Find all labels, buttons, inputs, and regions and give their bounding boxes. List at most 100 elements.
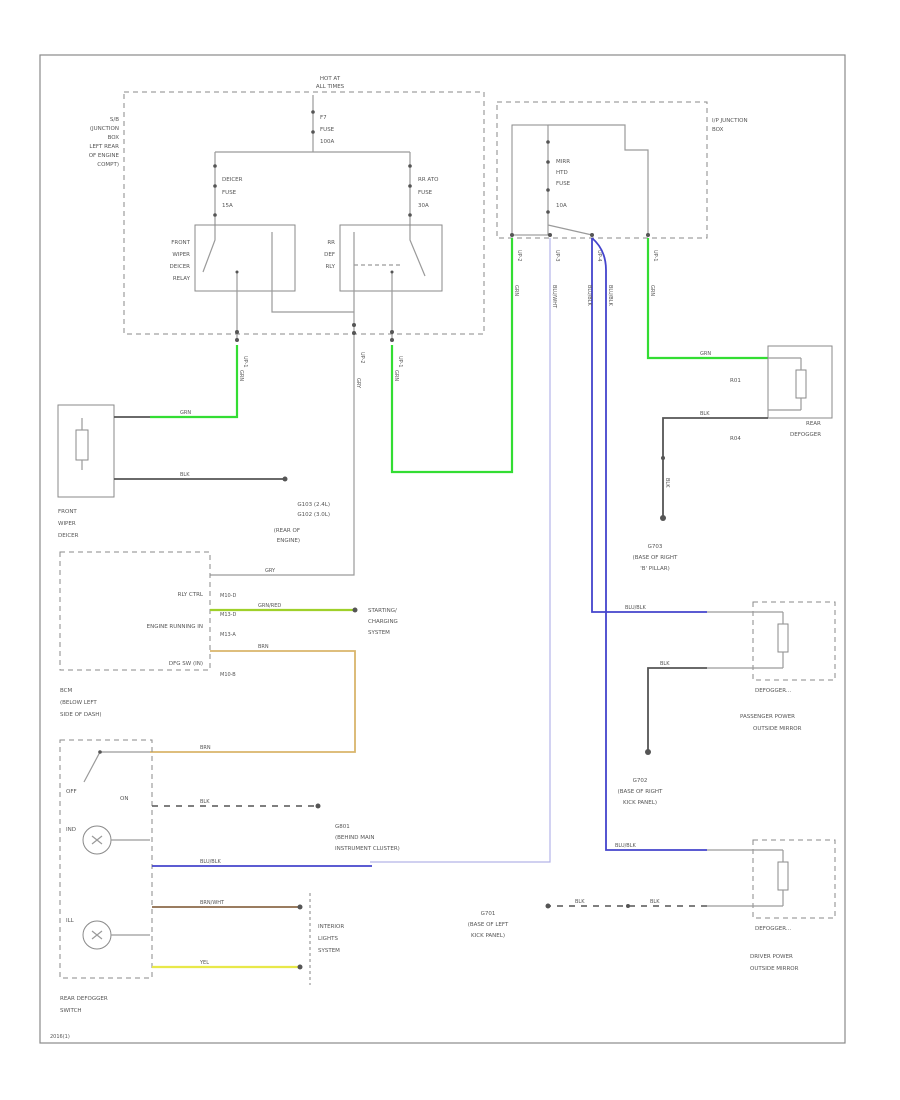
g-right-kick-0: G702 — [633, 778, 648, 784]
ip-label-1: BOX — [712, 127, 724, 133]
wire-label-blk-4: BLK — [660, 661, 670, 667]
conn-c4: UP-1 — [397, 356, 403, 368]
rear-defogger-switch: OFF ON IND ILL REAR DEFOGGER SWITCH — [59, 739, 153, 1014]
bcm-pin-0: M10-D — [220, 593, 236, 599]
wire-label-grnred: GRN/RED — [258, 603, 281, 609]
g-right-b-2: 'B' PILLAR) — [640, 566, 669, 572]
wire-blu-driver — [591, 237, 707, 851]
right-fuse-1: FUSE — [418, 190, 433, 196]
wire-label-blk-2: BLK — [700, 411, 710, 417]
main-fuse-0: F7 — [320, 115, 327, 121]
hot-at-label: HOT AT — [320, 76, 341, 82]
switch-on: ON — [120, 796, 128, 802]
wire-blu-blk-switch — [370, 238, 551, 863]
wire-label-brn-1: BRN — [258, 644, 269, 650]
fwd-label-0: FRONT — [58, 509, 77, 515]
relay-left-3: RELAY — [173, 276, 191, 282]
wire-label-blk-5: BLK — [200, 799, 210, 805]
wire-blk-rear-defogger — [662, 417, 768, 518]
wire-label-yel: YEL — [199, 960, 209, 966]
g103-1: G102 (3.0L) — [297, 512, 330, 518]
bcm-defog-sw: DFG SW (IN) — [169, 661, 203, 667]
relay-right-2: RLY — [325, 264, 335, 270]
starting-1: CHARGING — [368, 619, 398, 625]
wire-brn-switch — [150, 650, 356, 753]
conn-ca: UP-2 — [359, 352, 365, 364]
wire-label-blublk-1: BLU/BLK — [586, 285, 592, 307]
passenger-mirror-name: DEFOGGER... — [755, 688, 791, 694]
footer-code: 2016(1) — [50, 1034, 70, 1040]
fwd-label-1: WIPER — [58, 521, 76, 527]
bcm-pin-1: M13-D — [220, 612, 236, 618]
wire-label-gry-2: GRY — [265, 568, 276, 574]
rear-defogger-relay — [339, 224, 443, 292]
g-left-kick-0: G701 — [481, 911, 496, 917]
relay-left-2: DEICER — [170, 264, 191, 270]
passenger-mirror-1: OUTSIDE MIRROR — [753, 726, 802, 732]
switch-ind: IND — [66, 827, 76, 833]
bcm-engine-running: ENGINE RUNNING IN — [147, 624, 203, 630]
g103-3: ENGINE) — [277, 538, 300, 544]
sb-label-4: OF ENGINE — [89, 153, 120, 159]
g-instr-2: INSTRUMENT CLUSTER) — [335, 846, 400, 852]
wire-grn-rly-ip — [390, 238, 514, 474]
driver-mirror-1: OUTSIDE MIRROR — [750, 966, 799, 972]
switch-label-0: REAR DEFOGGER — [60, 996, 108, 1002]
starting-2: SYSTEM — [368, 630, 390, 636]
g103-2: (REAR OF — [274, 528, 300, 534]
relay-left-1: WIPER — [172, 252, 190, 258]
bcm-label-2: SIDE OF DASH) — [60, 712, 102, 718]
interior-2: SYSTEM — [318, 948, 340, 954]
hot-at-label-2: ALL TIMES — [316, 84, 345, 90]
wire-label-blk-3: BLK — [664, 478, 670, 488]
fwd-label-2: DEICER — [58, 533, 79, 539]
ip-fuse-2: FUSE — [556, 181, 571, 187]
passenger-mirror-0: PASSENGER POWER — [740, 714, 795, 720]
wire-label-grn-4: GRN — [513, 285, 519, 296]
relay-right-0: RR — [327, 240, 335, 246]
g-right-kick-1: (BASE OF RIGHT — [618, 789, 663, 795]
g-right-b-1: (BASE OF RIGHT — [633, 555, 678, 561]
switch-ill: ILL — [66, 918, 75, 924]
wire-label-grn-3: GRN — [393, 370, 399, 381]
bcm-label-1: (BELOW LEFT — [60, 700, 97, 706]
wire-label-blublk-4: BLU/BLK — [615, 843, 637, 849]
ip-fuse-3: 10A — [556, 203, 567, 209]
wire-label-blk-6: BLK — [575, 899, 585, 905]
relay-right-1: DEF — [324, 252, 335, 258]
g-left-kick-1: (BASE OF LEFT — [468, 922, 509, 928]
conn-ip-4: UP-1 — [652, 250, 658, 262]
sb-label-5: COMPT) — [97, 162, 119, 168]
left-fuse-1: FUSE — [222, 190, 237, 196]
sb-label-1: (JUNCTION — [90, 126, 119, 132]
front-wiper-deicer — [57, 404, 115, 498]
conn-ip-1: UP-2 — [516, 250, 522, 262]
rear-pin-2: R04 — [730, 436, 741, 442]
bcm-pin-3: M10-B — [220, 672, 236, 678]
interior-0: INTERIOR — [318, 924, 344, 930]
g-left-kick-2: KICK PANEL) — [471, 933, 505, 939]
wire-label-grn-2: GRN — [180, 410, 191, 416]
wire-blu-passenger — [591, 238, 707, 613]
bcm-rly-ctrl: RLY CTRL — [178, 592, 204, 598]
switch-label-1: SWITCH — [60, 1008, 82, 1014]
front-wiper-deicer-relay — [194, 224, 296, 292]
main-fuse-2: 100A — [320, 139, 334, 145]
g103-0: G103 (2.4L) — [297, 502, 330, 508]
driver-mirror — [752, 839, 836, 919]
conn-ip-2: UP-3 — [554, 250, 560, 262]
sb-label-0: S/B — [110, 117, 119, 123]
passenger-mirror — [752, 601, 836, 681]
right-fuse-0: RR ATO — [418, 177, 439, 183]
g-instr-0: G801 — [335, 824, 350, 830]
driver-mirror-0: DRIVER POWER — [750, 954, 793, 960]
wire-label-blk-7: BLK — [650, 899, 660, 905]
bcm: RLY CTRL ENGINE RUNNING IN DFG SW (IN) M… — [59, 551, 236, 718]
wire-label-blublk-5: BLU/BLK — [200, 859, 222, 865]
g-instr-1: (BEHIND MAIN — [335, 835, 375, 841]
sb-label-2: BOX — [108, 135, 120, 141]
wire-label-brnwht: BRN/WHT — [200, 900, 225, 906]
rear-defogger — [767, 345, 833, 419]
wire-label-grn-6: GRN — [700, 351, 711, 357]
